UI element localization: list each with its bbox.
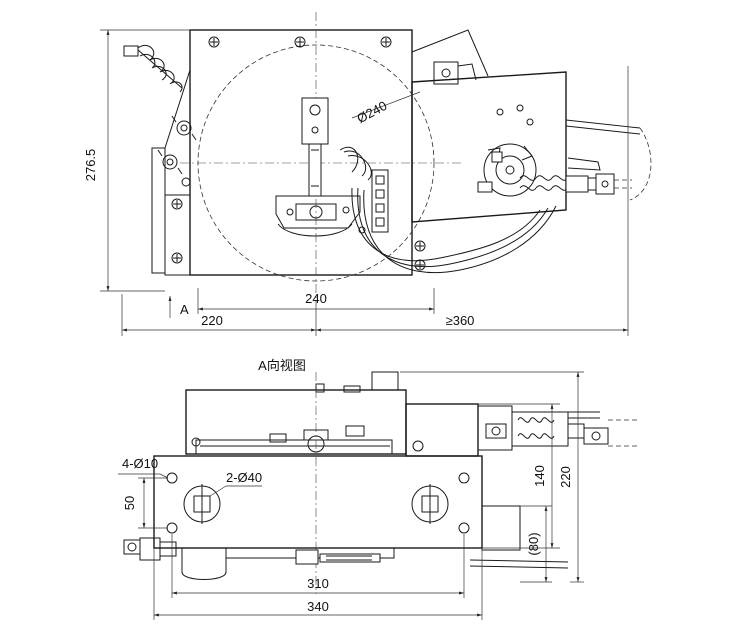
top-left-edge (164, 69, 191, 149)
a-view-left-bolt (123, 537, 177, 561)
top-dimensions (100, 29, 629, 336)
dim-dia-240-label: Ø240 (354, 98, 389, 126)
dim-220-label: 220 (201, 313, 223, 328)
view-a-arrow-label: A (180, 302, 189, 317)
a-view-top-cap (371, 371, 399, 391)
top-left-knobs (157, 115, 197, 187)
top-central-linkage (275, 97, 366, 237)
a-view-bottom-drum (181, 548, 227, 580)
top-base-plate (189, 29, 413, 276)
top-wires (339, 147, 557, 274)
a-view-side-block (481, 505, 521, 551)
top-screws (171, 36, 426, 271)
dim-80-label: (80) (526, 532, 541, 555)
dim-2-dia-40-label: 2-Ø40 (226, 470, 262, 485)
top-left-flange (151, 147, 166, 274)
dim-276-5-label: 276.5 (83, 149, 98, 182)
dim-140-label: 140 (532, 465, 547, 487)
a-view-motor (405, 403, 479, 457)
a-view-top-housing (185, 389, 407, 455)
top-slanted-bracket (411, 29, 489, 77)
top-spring (123, 44, 183, 93)
dim-360-label: ≥360 (446, 313, 475, 328)
dim-50-label: 50 (122, 496, 137, 510)
a-view-dimensions (118, 371, 584, 620)
dim-4-dia-10-label: 4-Ø10 (122, 456, 158, 471)
dim-310-label: 310 (307, 576, 329, 591)
dim-220-vertical-label: 220 (558, 466, 573, 488)
view-title: A向视图 (258, 358, 306, 373)
dim-240-label: 240 (305, 291, 327, 306)
top-motor-housing (411, 61, 652, 223)
a-view-large-holes (183, 484, 449, 524)
top-terminal-block (371, 169, 389, 233)
dim-340-label: 340 (307, 599, 329, 614)
a-view: A向视图 (118, 358, 640, 620)
top-view: 276.5 Ø240 240 220 ≥360 A (83, 12, 652, 336)
